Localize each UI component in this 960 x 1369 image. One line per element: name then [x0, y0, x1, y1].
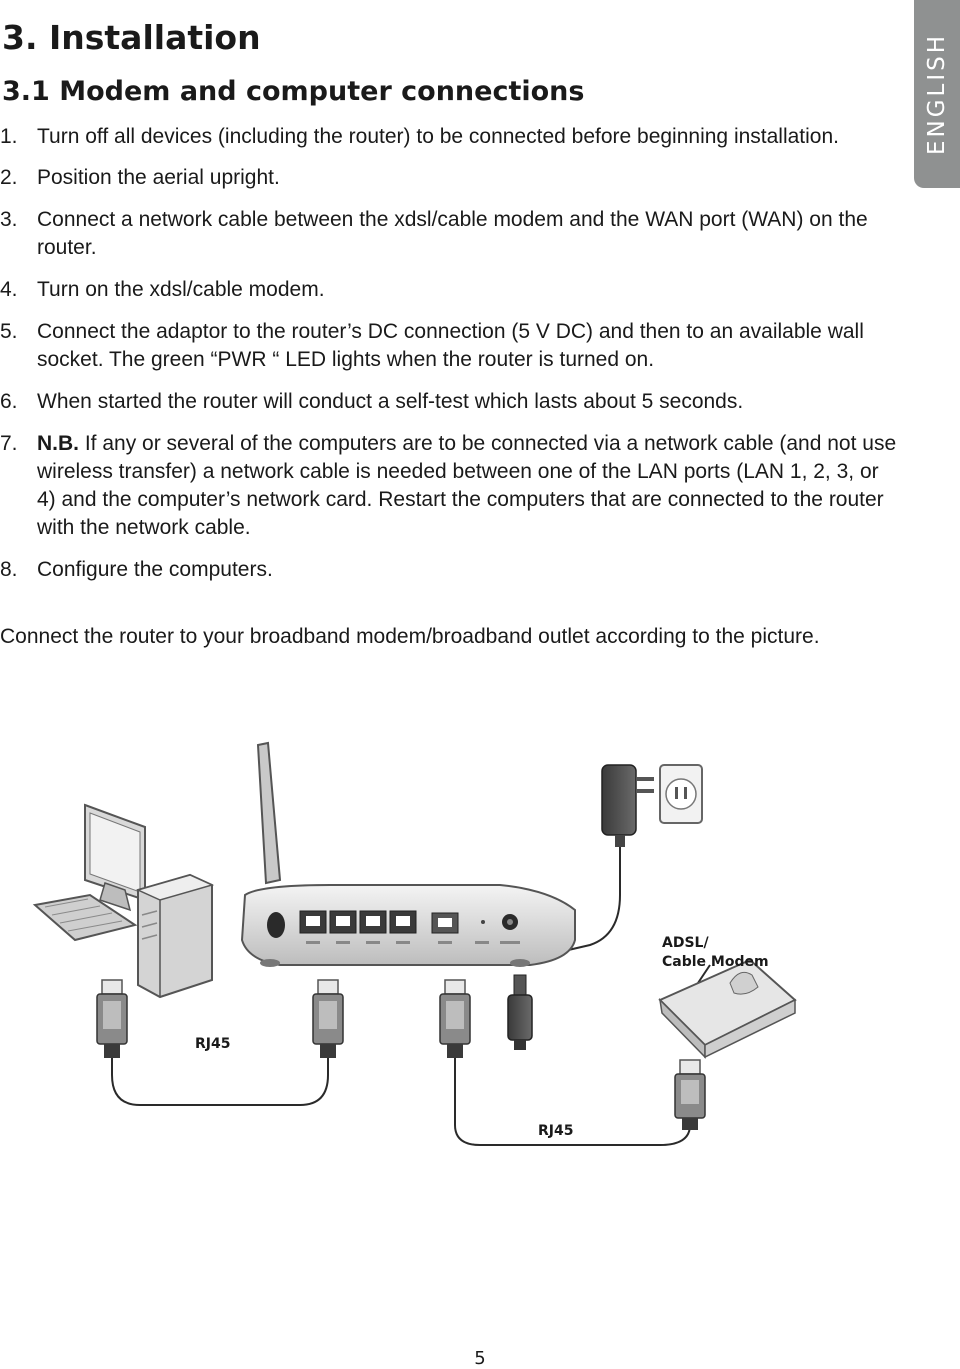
power-adapter-icon	[601, 764, 654, 847]
step-text: Connect a network cable between the xdsl…	[37, 208, 868, 259]
step-item: 3. Connect a network cable between the xd…	[0, 206, 900, 262]
step-item: 5. Connect the adaptor to the router’s DC…	[0, 318, 900, 374]
step-text: Turn off all devices (including the rout…	[37, 125, 839, 148]
rj45-plug-icon	[96, 979, 128, 1058]
section-heading: 3. Installation	[2, 18, 261, 57]
step-text: Position the aerial upright.	[37, 166, 280, 189]
rj45-label-left: RJ45	[195, 1036, 230, 1052]
installation-steps-list: 1. Turn off all devices (including the ro…	[0, 123, 900, 598]
step-number: 4.	[0, 278, 18, 301]
step-number: 8.	[0, 558, 18, 581]
step-number: 2.	[0, 166, 18, 189]
rj45-plug-icon	[439, 979, 471, 1058]
modem-label-line2: Cable Modem	[662, 954, 769, 970]
step-text: N.B. If any or several of the computers …	[37, 430, 900, 542]
subsection-heading: 3.1 Modem and computer connections	[2, 76, 585, 107]
step-number: 3.	[0, 208, 18, 231]
step-number: 7.	[0, 432, 18, 455]
modem-icon	[658, 958, 797, 1059]
step-item: 4. Turn on the xdsl/cable modem.	[0, 276, 900, 304]
step-text: Turn on the xdsl/cable modem.	[37, 278, 325, 301]
step-item: 6. When started the router will conduct a…	[0, 388, 900, 416]
note-text: If any or several of the computers are t…	[37, 432, 897, 539]
step-number: 6.	[0, 390, 18, 413]
connection-instruction: Connect the router to your broadband mod…	[0, 625, 820, 648]
language-tab: ENGLISH	[914, 0, 960, 188]
step-number: 1.	[0, 125, 18, 148]
step-item: 2. Position the aerial upright.	[0, 164, 900, 192]
step-text: Configure the computers.	[37, 558, 273, 581]
cables	[111, 830, 711, 1146]
computer-icon	[32, 803, 215, 999]
language-tab-label: ENGLISH	[924, 32, 950, 156]
step-item: 1. Turn off all devices (including the ro…	[0, 123, 900, 151]
step-item: 8. Configure the computers.	[0, 556, 900, 584]
step-text: Connect the adaptor to the router’s DC c…	[37, 320, 864, 371]
step-number: 5.	[0, 320, 18, 343]
dc-plug-icon	[507, 974, 533, 1050]
rj45-label-bottom: RJ45	[538, 1123, 573, 1139]
step-item: 7. N.B. If any or several of the computer…	[0, 430, 900, 542]
modem-label-line1: ADSL/	[662, 935, 709, 951]
wall-socket-icon	[659, 764, 703, 824]
step-text: When started the router will conduct a s…	[37, 390, 744, 413]
rj45-plug-icon	[312, 979, 344, 1058]
connection-diagram: ADSL/ Cable Modem RJ45 RJ45	[32, 741, 797, 1146]
page-number: 5	[474, 1348, 486, 1369]
router-icon	[240, 741, 576, 967]
rj45-plug-icon	[674, 1059, 706, 1130]
note-prefix: N.B.	[37, 432, 79, 455]
